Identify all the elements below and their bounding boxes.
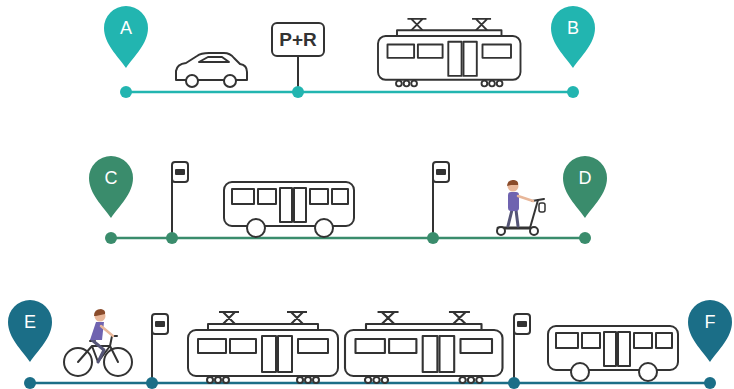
route-dot <box>120 86 132 98</box>
location-letter: C <box>89 167 133 189</box>
route-dot <box>508 377 520 389</box>
location-letter: A <box>104 17 148 39</box>
pin-shape <box>89 156 133 218</box>
location-letter: E <box>8 311 52 333</box>
route-dot <box>24 377 36 389</box>
car-icon <box>176 53 247 87</box>
route-dot <box>292 86 304 98</box>
location-pin: A <box>104 6 148 92</box>
location-pin: D <box>563 156 607 238</box>
route-line <box>126 91 573 94</box>
location-pin: E <box>8 300 52 383</box>
pin-shape <box>8 300 52 362</box>
bus-stop-sign <box>152 314 168 334</box>
location-letter: B <box>551 17 595 39</box>
bus-stop-sign <box>514 314 530 334</box>
bus-stop-sign <box>172 162 188 182</box>
location-pin: B <box>551 6 595 92</box>
route-dot <box>567 86 579 98</box>
pin-shape <box>551 6 595 68</box>
route-dot <box>427 232 439 244</box>
location-letter: D <box>563 167 607 189</box>
sign-label: P+R <box>279 29 317 51</box>
tram-icon <box>345 312 503 383</box>
route-dot <box>579 232 591 244</box>
scooter-rider <box>497 180 545 235</box>
tram-icon <box>188 312 338 383</box>
bus-stop-sign <box>433 162 449 182</box>
location-pin: F <box>688 300 732 383</box>
pin-shape <box>563 156 607 218</box>
location-pin: C <box>89 156 133 238</box>
location-letter: F <box>688 311 732 333</box>
bus-icon <box>224 182 354 237</box>
route-dot <box>146 377 158 389</box>
route-dot <box>105 232 117 244</box>
tram-icon <box>378 19 521 86</box>
pin-shape <box>104 6 148 68</box>
cyclist <box>64 309 132 376</box>
route-dot <box>166 232 178 244</box>
park-and-ride-sign: P+R <box>271 22 325 57</box>
route-dot <box>704 377 716 389</box>
pin-shape <box>688 300 732 362</box>
route-line <box>111 237 585 240</box>
bus-icon <box>548 326 678 381</box>
